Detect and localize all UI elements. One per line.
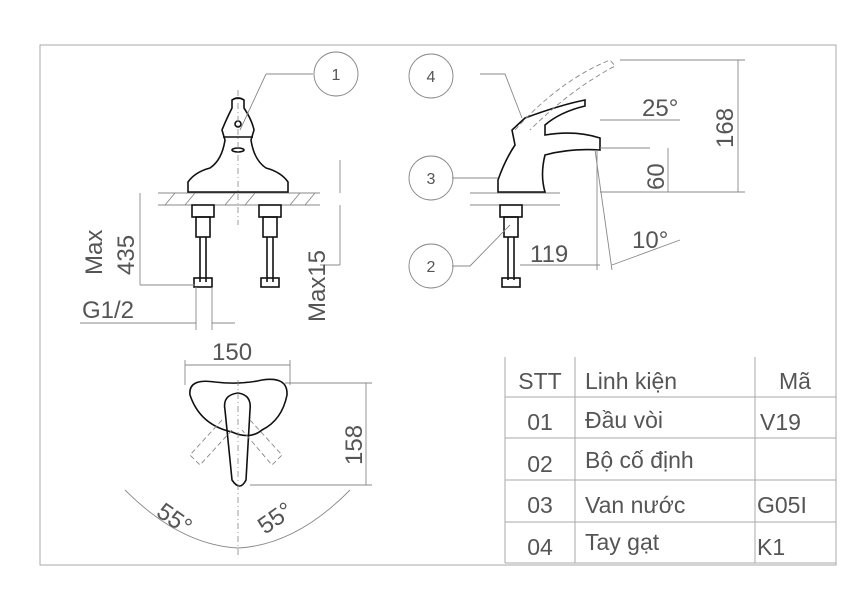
dim-lever-angle: 25° bbox=[642, 95, 678, 122]
dim-height-max: 435 bbox=[113, 235, 140, 275]
table-cell-code: G05I bbox=[757, 492, 807, 518]
table-cell-stt: 03 bbox=[527, 492, 553, 518]
table-cell-part: Đầu vòi bbox=[585, 407, 663, 433]
table-header-stt: STT bbox=[518, 368, 561, 394]
table-cell-code: K1 bbox=[757, 534, 785, 560]
callout-circle-3 bbox=[408, 155, 454, 201]
dim-width: 150 bbox=[212, 339, 252, 366]
table-cell-part: Van nước bbox=[585, 492, 685, 518]
table-header-code: Mã bbox=[779, 368, 811, 394]
parts-table bbox=[504, 357, 836, 564]
faucet-body-front bbox=[187, 97, 289, 193]
front-view: 1 Max 435 G1/2 Max15 bbox=[80, 51, 359, 330]
table-cell-stt: 01 bbox=[527, 409, 553, 435]
dim-left-angle: 55° bbox=[152, 498, 197, 541]
supply-hose-right bbox=[258, 204, 282, 288]
table-cell-part: Bộ cố định bbox=[585, 447, 694, 473]
table-cell-stt: 04 bbox=[527, 534, 553, 560]
faucet-base-top bbox=[189, 378, 288, 437]
callout-4: 4 bbox=[427, 69, 436, 86]
callout-circle-2 bbox=[408, 243, 454, 289]
dim-deck-max: Max15 bbox=[304, 250, 331, 322]
table-cell-part: Tay gạt bbox=[585, 529, 660, 555]
dim-spout-reach: 119 bbox=[530, 241, 568, 268]
dim-total-height: 168 bbox=[712, 108, 739, 148]
top-view: 150 158 55° 55° bbox=[124, 339, 372, 555]
parts-table-text: STT Linh kiện Mã 01 Đầu vòi V19 02 Bộ cố… bbox=[518, 368, 811, 560]
table-cell-code: V19 bbox=[760, 409, 801, 435]
table-cell-stt: 02 bbox=[527, 451, 553, 477]
callout-circle-1 bbox=[313, 51, 359, 97]
table-header-part: Linh kiện bbox=[585, 368, 677, 394]
callout-3: 3 bbox=[427, 171, 436, 188]
dim-thread: G1/2 bbox=[82, 297, 134, 324]
faucet-body-side bbox=[497, 99, 601, 193]
dim-spout-height: 60 bbox=[643, 163, 670, 190]
dim-depth: 158 bbox=[341, 425, 368, 465]
lever-top bbox=[223, 392, 252, 487]
side-view: 4 3 2 25° 168 60 119 10° bbox=[408, 53, 745, 289]
supply-hose-side bbox=[499, 204, 523, 288]
callout-1: 1 bbox=[332, 67, 341, 84]
dim-height-max-label: Max bbox=[81, 230, 108, 275]
dim-spout-angle: 10° bbox=[632, 227, 668, 254]
callout-2: 2 bbox=[427, 259, 436, 276]
supply-hose-left bbox=[191, 204, 215, 288]
callout-circle-4 bbox=[408, 53, 454, 99]
drawing-frame bbox=[39, 44, 837, 566]
